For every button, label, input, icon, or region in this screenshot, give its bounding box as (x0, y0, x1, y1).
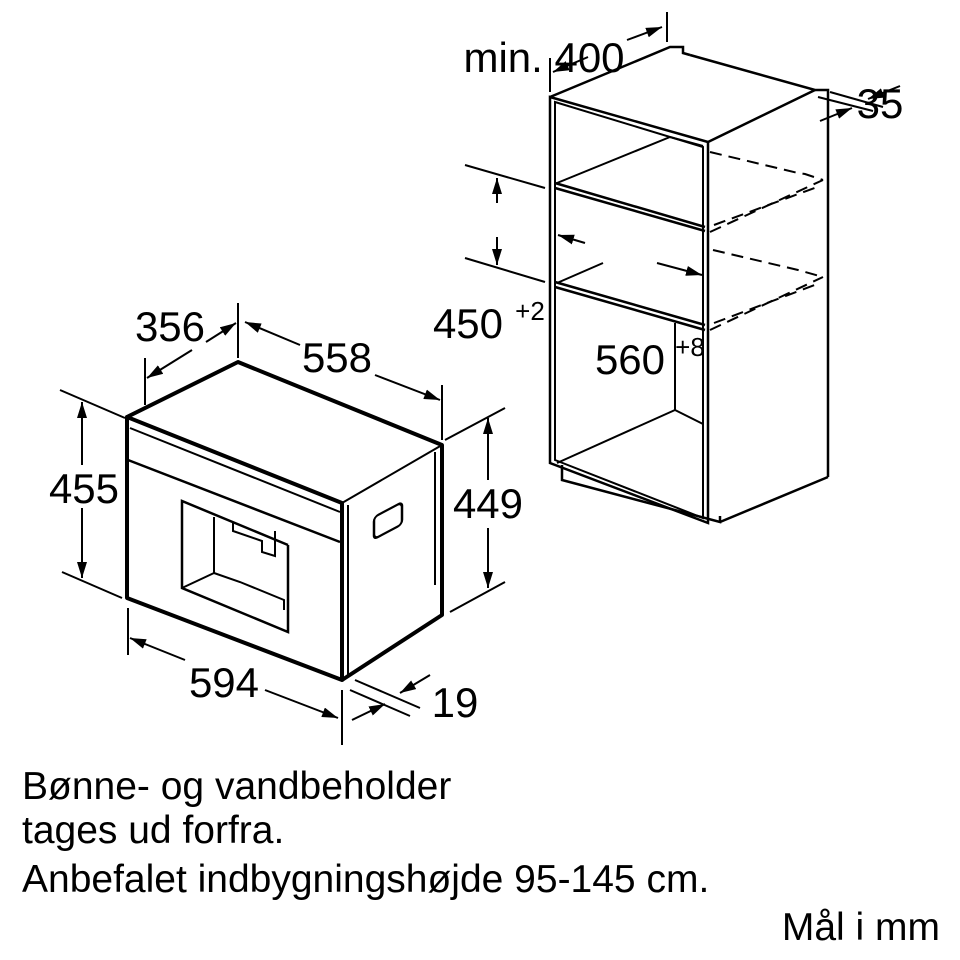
dim-front-panel-thickness: 19 (432, 679, 479, 726)
dim-niche-height: 450 (433, 300, 503, 347)
cabinet-drawing (548, 45, 830, 525)
appliance-dimension-lines (59, 303, 506, 745)
note-line-3: Anbefalet indbygningshøjde 95-145 cm. (22, 858, 710, 901)
unit-label: Mål i mm (781, 906, 940, 949)
dim-appliance-depth: 356 (135, 303, 205, 350)
dim-niche-width-tolerance: +8 (675, 332, 705, 362)
dim-appliance-body-height: 449 (453, 480, 523, 527)
dim-appliance-front-width: 594 (189, 659, 259, 706)
dim-appliance-side-depth: 558 (302, 334, 372, 381)
note-line-2: tages ud forfra. (22, 809, 285, 852)
dim-niche-width: 560 (595, 336, 665, 383)
dim-cabinet-back-gap: 35 (857, 80, 904, 127)
dim-niche-height-tolerance: +2 (515, 296, 545, 326)
dim-appliance-front-height: 455 (49, 465, 119, 512)
note-line-1: Bønne- og vandbeholder (22, 765, 452, 808)
cabinet-dimension-lines (464, 12, 901, 283)
coffee-machine-drawing (125, 360, 444, 682)
dim-cabinet-min-depth: min. 400 (463, 34, 624, 81)
